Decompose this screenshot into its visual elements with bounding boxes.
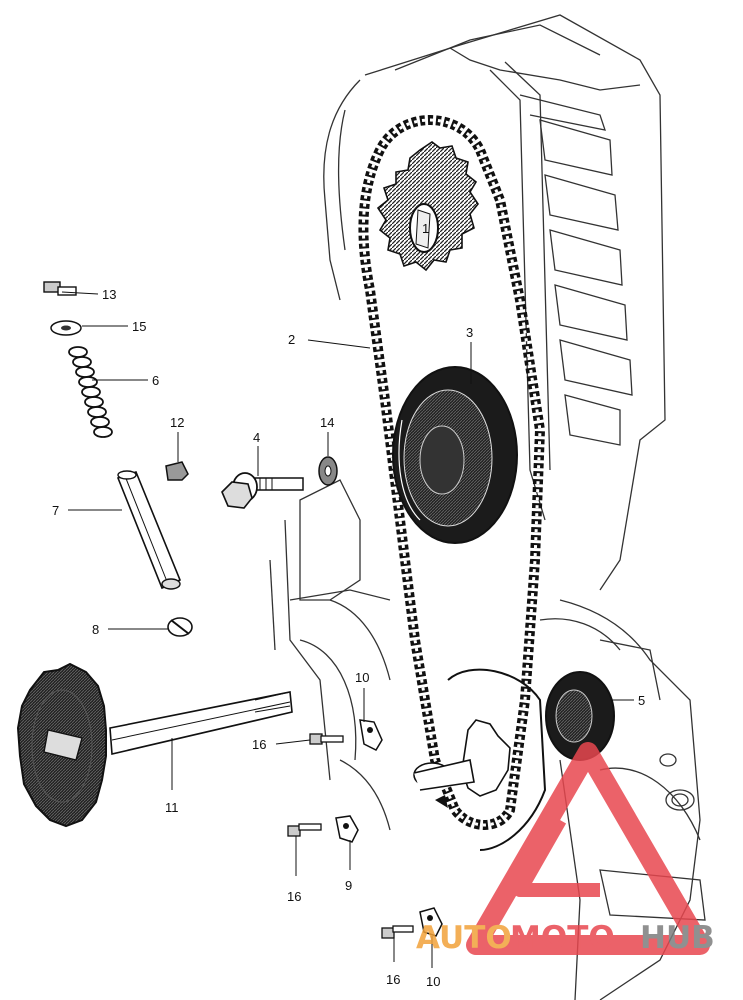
watermark-text-moto: MOTO (510, 920, 615, 956)
callout-13: 13 (102, 287, 116, 302)
callout-4: 4 (253, 430, 260, 445)
camshaft-sprocket (376, 141, 479, 272)
bolt-16-upper (309, 733, 344, 745)
cover-5 (545, 671, 615, 761)
callout-2: 2 (288, 332, 295, 347)
bolt-13 (43, 281, 77, 296)
crank-sprocket (413, 668, 547, 851)
callout-16-lower: 16 (386, 972, 400, 987)
watermark-text-hub: HUB (640, 920, 715, 956)
callout-10-lower: 10 (426, 974, 440, 989)
leader-lines (61, 291, 634, 968)
watermark-text-auto: AUTO (416, 920, 512, 956)
washer-14 (318, 456, 338, 486)
tensioner-push-rod (116, 470, 182, 590)
chain-guide-9 (335, 815, 359, 843)
callout-5: 5 (638, 693, 645, 708)
chain-tensioner-roller (392, 366, 518, 544)
callout-9: 9 (345, 878, 352, 893)
callout-labels: 1 2 3 4 5 6 7 8 9 10 10 11 12 13 14 15 1… (52, 221, 645, 989)
spring-6 (68, 346, 113, 438)
callout-12: 12 (170, 415, 184, 430)
callout-1: 1 (422, 221, 429, 236)
engine-case-outline (269, 14, 706, 1000)
washer-15 (50, 320, 82, 336)
bolt-16-middle (287, 823, 322, 837)
tensioner-bolt (221, 472, 304, 509)
callout-16-middle: 16 (287, 889, 301, 904)
watermark-triangle-inner (513, 816, 600, 897)
callout-14: 14 (320, 415, 334, 430)
chain-guide-10-lower (419, 907, 443, 937)
callout-15: 15 (132, 319, 146, 334)
chain-guide-10-upper (359, 719, 383, 751)
callout-3: 3 (466, 325, 473, 340)
callout-8: 8 (92, 622, 99, 637)
watermark-triangle-outer (466, 742, 710, 955)
automotohub-watermark: AUTO MOTO HUB (416, 742, 715, 956)
screw-8 (167, 617, 193, 637)
callout-16-upper: 16 (252, 737, 266, 752)
callout-6: 6 (152, 373, 159, 388)
callout-10-upper: 10 (355, 670, 369, 685)
callout-11: 11 (165, 800, 179, 815)
callout-7: 7 (52, 503, 59, 518)
lower-sprocket-shaft (16, 662, 293, 828)
cam-chain (358, 115, 546, 830)
nut-12 (165, 461, 189, 481)
bolt-16-lower (381, 925, 414, 939)
